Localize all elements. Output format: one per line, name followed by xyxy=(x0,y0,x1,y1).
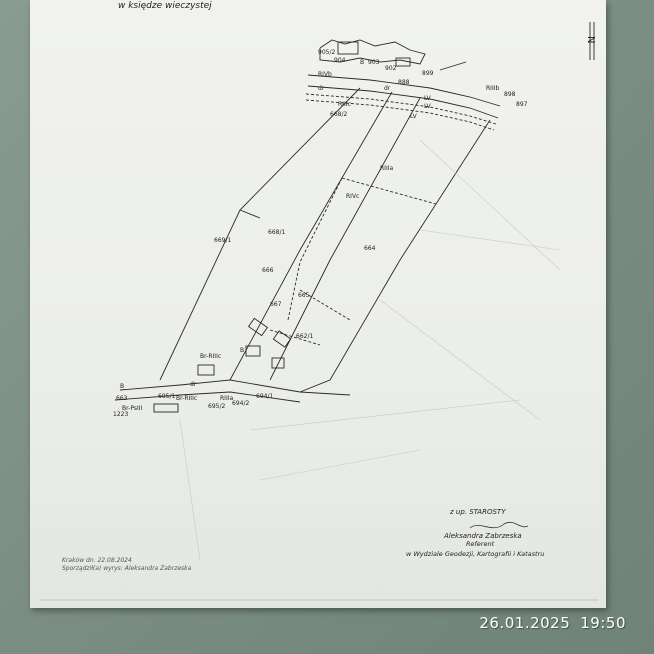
class-riiia-top: RIIIa xyxy=(380,165,393,172)
signature-line-3: Referent xyxy=(466,540,495,548)
class-riiib: RIIIb xyxy=(486,85,499,92)
parcel-897: 897 xyxy=(516,101,528,108)
parcel-669-1: 669/1 xyxy=(214,237,231,244)
parcel-1223: 1223 xyxy=(113,411,128,418)
parcel-905-2: 905/2 xyxy=(318,49,335,56)
parcel-694-2: 694/2 xyxy=(232,400,249,407)
header-text: w księdze wieczystej xyxy=(118,1,212,11)
parcel-902: 902 xyxy=(385,65,397,72)
parcel-664: 664 xyxy=(364,245,376,252)
class-dr-1: dr xyxy=(384,85,391,92)
signature-line-2: Aleksandra Zabrzeska xyxy=(443,532,522,540)
class-b-2: B xyxy=(240,347,244,354)
timestamp-time: 19:50 xyxy=(580,614,626,632)
parcel-888: 888 xyxy=(398,79,410,86)
class-rivb: RIVb xyxy=(318,71,332,78)
class-lv-1: LV xyxy=(424,95,432,102)
footer-date: Kraków dn. 22.08.2024 xyxy=(62,557,132,564)
class-br-riiic: Br-RIIIc xyxy=(200,353,221,360)
parcel-665: 665 xyxy=(298,292,310,299)
class-lv-2: LV xyxy=(424,103,432,110)
signature-mark xyxy=(469,521,529,529)
parcel-899: 899 xyxy=(422,70,434,77)
class-b-1: B xyxy=(360,59,364,66)
parcel-666: 666 xyxy=(262,267,274,274)
class-br-riiic-2: Br-RIIIc xyxy=(176,395,197,402)
class-riiic: RIIIc xyxy=(338,101,351,108)
class-b-3: B xyxy=(120,383,124,390)
class-riiia-bottom: RIIIa xyxy=(220,395,233,402)
parcel-668-1: 668/1 xyxy=(268,229,285,236)
parcel-662-1: 662/1 xyxy=(296,333,313,340)
class-br-psiii: Br-PsIII xyxy=(122,405,143,412)
parcel-898: 898 xyxy=(504,91,516,98)
class-dr-3: dr xyxy=(318,85,325,92)
class-lv-3: LV xyxy=(410,113,418,120)
parcel-903: 903 xyxy=(368,59,380,66)
parcel-695-2: 695/2 xyxy=(208,403,225,410)
parcel-668-2: 668/2 xyxy=(330,111,347,118)
north-mark: N xyxy=(585,36,596,43)
parcel-663: 663 xyxy=(116,395,128,402)
photo-timestamp: 26.01.2025 19:50 xyxy=(469,614,626,632)
parcel-904: 904 xyxy=(334,57,346,64)
signature-line-1: z up. STAROSTY xyxy=(449,508,506,516)
parcel-695-1: 695/1 xyxy=(158,393,175,400)
footer-author: Sporządził(a) wyrys: Aleksandra Zabrzesk… xyxy=(62,565,192,572)
class-dr-2: dr xyxy=(190,381,197,388)
timestamp-date: 26.01.2025 xyxy=(479,614,571,632)
parcel-667: 667 xyxy=(270,301,282,308)
parcel-694-1: 694/1 xyxy=(256,393,273,400)
class-rivc: RIVc xyxy=(346,193,359,200)
signature-line-4: w Wydziale Geodezji, Kartografii i Katas… xyxy=(406,550,544,558)
